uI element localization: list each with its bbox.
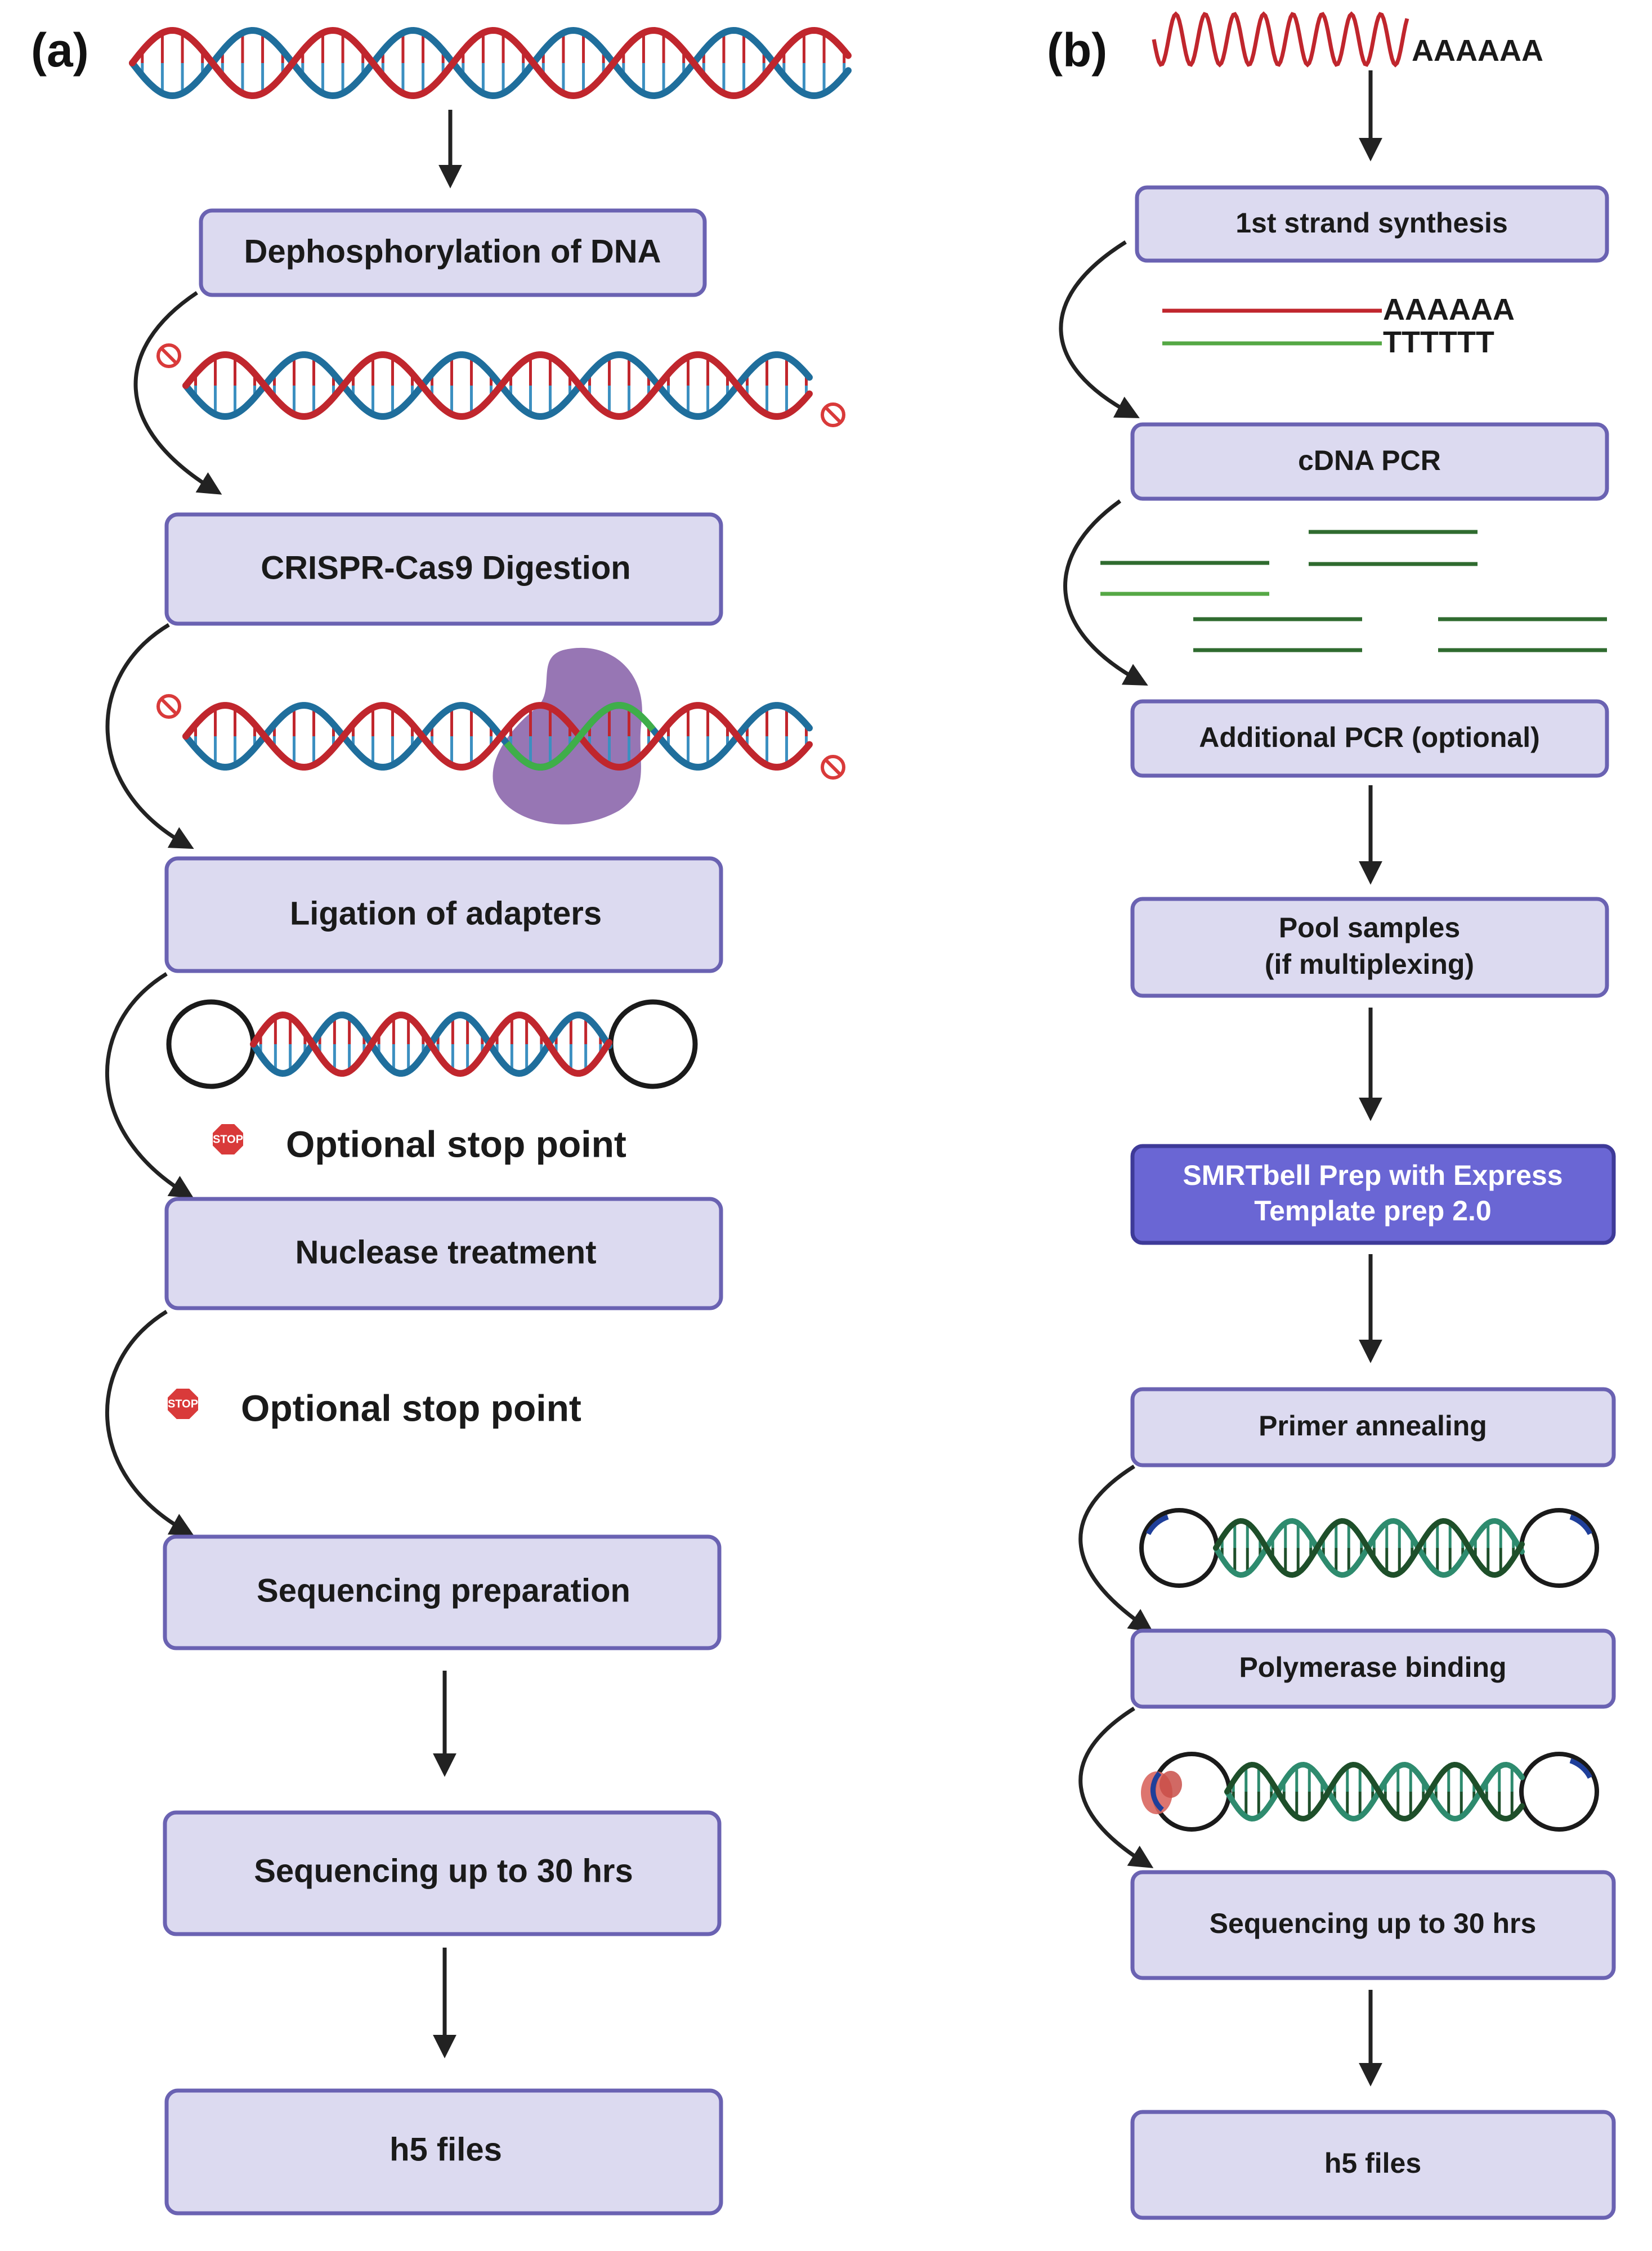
no-phosphate-icon [821, 402, 845, 427]
step-crispr-digestion: CRISPR-Cas9 Digestion [164, 512, 723, 626]
step-sequencing-30hrs: Sequencing up to 30 hrs [163, 1810, 722, 1936]
cas9-enzyme-icon [493, 647, 642, 825]
step-h5-files-b: h5 files [1130, 2110, 1616, 2220]
step-label: CRISPR-Cas9 Digestion [261, 549, 630, 586]
step-label: Ligation of adapters [290, 895, 602, 932]
cdna-polyt: TTTTTT [1383, 325, 1494, 359]
curved-arrow [133, 291, 222, 495]
step-pool-samples: Pool samples (if multiplexing) [1130, 897, 1609, 998]
polya-tail: AAAAAA [1412, 34, 1543, 68]
step-primer-annealing: Primer annealing [1130, 1387, 1616, 1467]
curved-arrow [1063, 499, 1148, 686]
panel-a-label: (a) [31, 24, 89, 77]
step-smrtbell-prep: SMRTbell Prep with Express Template prep… [1130, 1144, 1616, 1245]
panel-b-label: (b) [1047, 24, 1107, 77]
polymerase-icon [1141, 1771, 1182, 1814]
step-label: h5 files [1324, 2147, 1421, 2179]
step-label-sub: Template prep 2.0 [1254, 1195, 1491, 1227]
step-label: 1st strand synthesis [1235, 207, 1508, 239]
step-label: Nuclease treatment [295, 1234, 596, 1270]
curved-arrow [105, 972, 194, 1198]
polymerase-bound-smrtbell [1141, 1752, 1599, 1832]
stop-sign-icon: STOP [211, 1122, 245, 1157]
dna-helix-cut [182, 701, 813, 771]
step-ligation: Ligation of adapters [164, 856, 723, 973]
curved-arrow [105, 1310, 194, 1536]
step-label: Primer annealing [1259, 1410, 1487, 1442]
step-label: SMRTbell Prep with Express [1183, 1160, 1563, 1191]
step-nuclease-treatment: Nuclease treatment [164, 1197, 723, 1310]
curved-arrow [1059, 240, 1140, 418]
dna-helix-top [129, 26, 852, 100]
step-label-sub: (if multiplexing) [1265, 948, 1474, 980]
no-phosphate-icon [156, 694, 181, 719]
step-sequencing-30hrs-b: Sequencing up to 30 hrs [1130, 1870, 1616, 1980]
step-label: cDNA PCR [1298, 445, 1441, 476]
pcr-products [1100, 530, 1607, 652]
step-additional-pcr: Additional PCR (optional) [1130, 699, 1609, 778]
step-first-strand-synthesis: 1st strand synthesis [1135, 185, 1609, 263]
optional-stop-label: Optional stop point [241, 1387, 581, 1429]
step-polymerase-binding: Polymerase binding [1130, 1628, 1616, 1709]
curved-arrow [1078, 1707, 1154, 1868]
optional-stop-label: Optional stop point [286, 1123, 626, 1165]
svg-text:STOP: STOP [213, 1133, 243, 1145]
step-h5-files: h5 files [164, 2088, 723, 2216]
step-sequencing-preparation: Sequencing preparation [163, 1534, 722, 1650]
cdna-polya: AAAAAA [1383, 293, 1515, 326]
no-phosphate-icon [821, 755, 845, 780]
step-label: Sequencing up to 30 hrs [1210, 1908, 1537, 1939]
step-label: Pool samples [1279, 912, 1460, 943]
dna-helix-dephosphorylated [182, 351, 813, 420]
primed-smrtbell [1139, 1508, 1599, 1588]
step-cdna-pcr: cDNA PCR [1130, 422, 1609, 501]
curved-arrow [1078, 1465, 1153, 1632]
step-label: Polymerase binding [1239, 1652, 1506, 1683]
stop-sign-icon: STOP [165, 1386, 200, 1421]
dna-with-adapters [166, 999, 698, 1089]
curved-arrow [105, 623, 194, 849]
step-label: Sequencing preparation [257, 1572, 630, 1609]
step-dephosphorylation: Dephosphorylation of DNA [199, 208, 707, 297]
svg-text:STOP: STOP [168, 1398, 198, 1410]
step-label: h5 files [390, 2131, 502, 2168]
step-label: Sequencing up to 30 hrs [254, 1852, 633, 1889]
no-phosphate-icon [156, 343, 181, 368]
mrna-strand [1152, 11, 1409, 68]
step-label: Dephosphorylation of DNA [244, 233, 661, 270]
step-label: Additional PCR (optional) [1199, 722, 1539, 753]
